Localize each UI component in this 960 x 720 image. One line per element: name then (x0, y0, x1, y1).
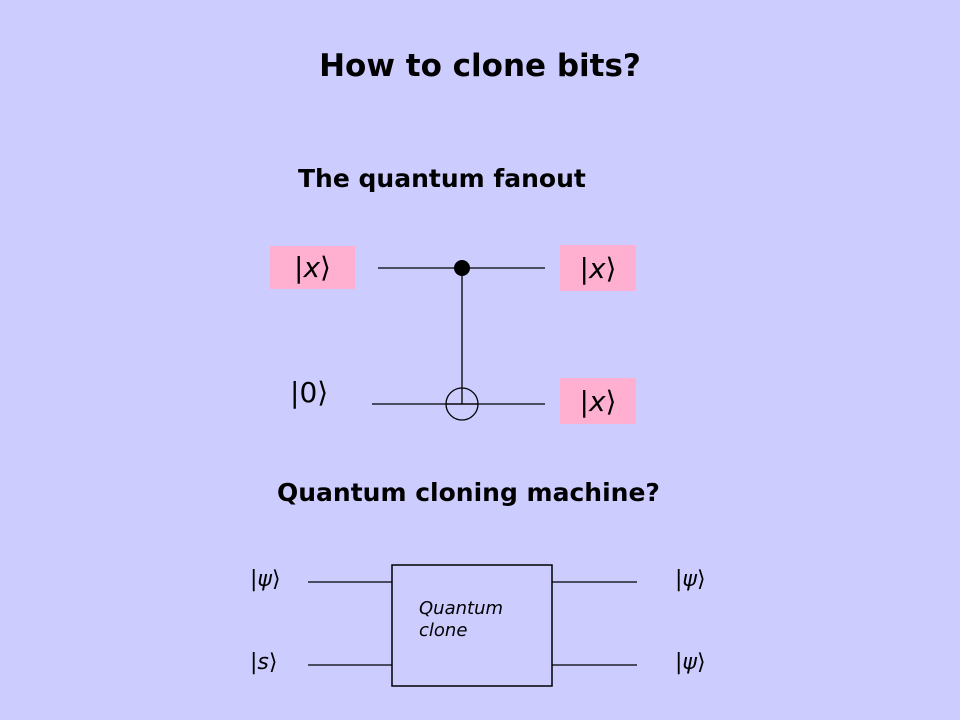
fanout-input-top-ket: |x⟩ (270, 246, 355, 289)
clone-box-label-line1: Quantum (419, 598, 504, 619)
clone-box-label: Quantum clone (419, 598, 503, 642)
fanout-output-bottom-ket: |x⟩ (560, 378, 636, 424)
control-dot (454, 260, 470, 276)
cloning-subtitle: Quantum cloning machine? (277, 478, 660, 507)
clone-output-top-ket: |ψ⟩ (675, 567, 706, 592)
fanout-circuit (372, 260, 545, 421)
fanout-input-bottom-ket: |0⟩ (290, 376, 329, 409)
fanout-subtitle: The quantum fanout (298, 164, 586, 193)
cloning-circuit (308, 564, 637, 687)
clone-input-bottom-ket: |s⟩ (250, 650, 278, 675)
clone-output-bottom-ket: |ψ⟩ (675, 650, 706, 675)
page-title: How to clone bits? (319, 48, 641, 84)
clone-box (391, 564, 553, 687)
clone-box-label-line2: clone (419, 620, 468, 641)
clone-input-top-ket: |ψ⟩ (250, 567, 281, 592)
fanout-output-top-ket: |x⟩ (560, 245, 636, 291)
